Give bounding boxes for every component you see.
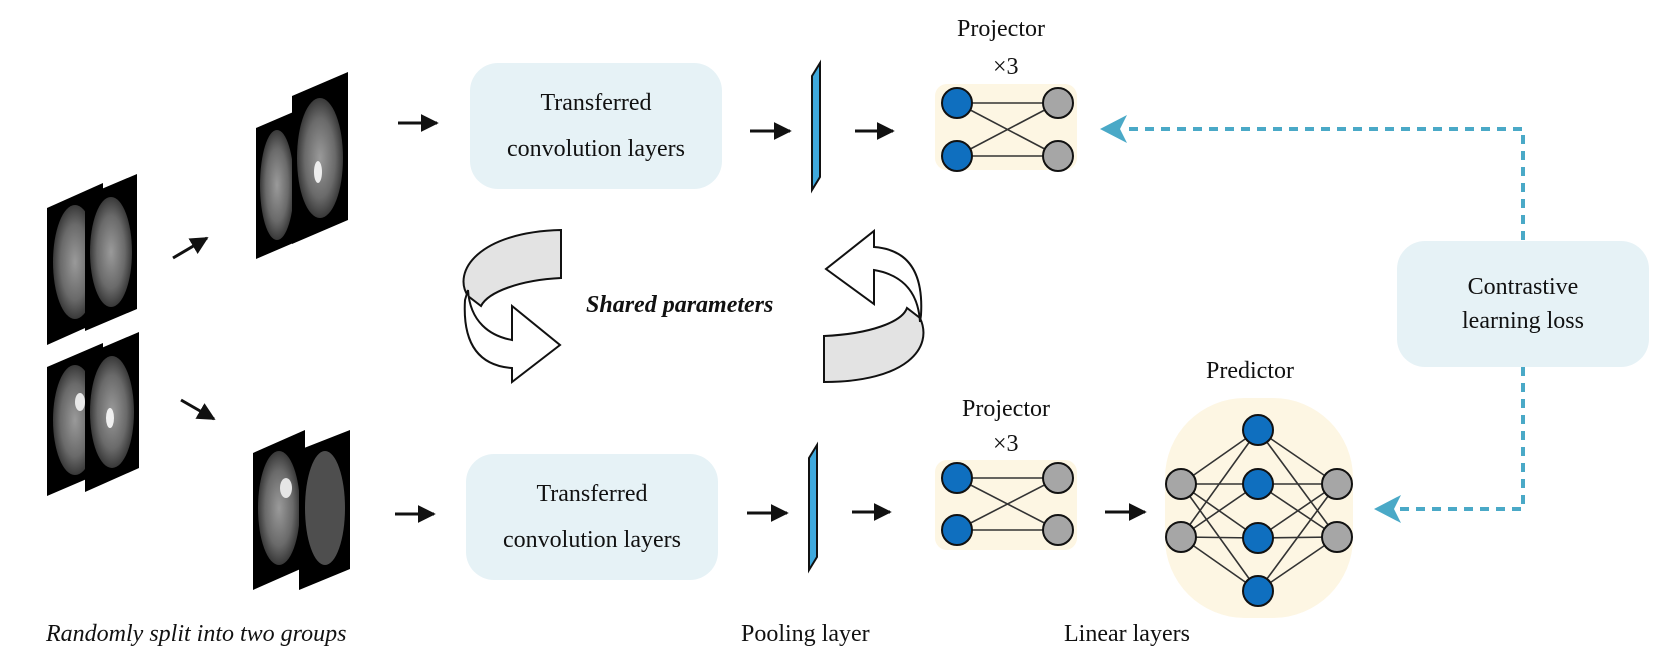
projector-bottom-label: Projector — [962, 396, 1050, 422]
mri-stack-input-bottom — [47, 332, 139, 496]
projector-top-label: Projector — [957, 16, 1045, 42]
flow-arrows — [172, 114, 1147, 523]
arrowhead-top-projector — [1100, 115, 1127, 143]
mri-stack-top-group — [256, 72, 348, 259]
bottom-conv-line2: convolution layers — [503, 527, 681, 553]
mri-slice-icon — [299, 430, 350, 590]
dashed-arrow-to-predictor — [1400, 367, 1525, 511]
loss-line1: Contrastive — [1467, 274, 1579, 300]
linear-caption: Linear layers — [1064, 621, 1190, 647]
pooling-bar-icon — [811, 59, 821, 194]
node-input — [941, 87, 973, 119]
projector-top-multiplier: ×3 — [993, 54, 1019, 80]
node-input — [1165, 468, 1197, 500]
projector-bottom-multiplier: ×3 — [993, 431, 1019, 457]
mri-stack-bottom-group — [253, 430, 350, 590]
node-hidden — [1242, 522, 1274, 554]
mri-slice-icon — [292, 72, 348, 244]
mri-stack-input-top — [47, 174, 137, 345]
bottom-conv-line1: Transferred — [536, 481, 648, 507]
curved-arrow-icon — [462, 228, 562, 385]
predictor-label: Predictor — [1206, 358, 1294, 384]
bottom-conv-box: Transferred convolution layers — [466, 454, 718, 580]
node-input — [1165, 521, 1197, 553]
node-output — [1321, 521, 1353, 553]
curved-arrow-icon — [823, 228, 925, 384]
pooling-caption: Pooling layer — [741, 621, 870, 647]
node-output — [1042, 514, 1074, 546]
arrowhead-predictor — [1374, 495, 1401, 523]
projector-network-top — [935, 84, 1077, 172]
mri-slice-icon — [85, 174, 137, 331]
top-conv-box: Transferred convolution layers — [470, 63, 722, 189]
node-output — [1042, 462, 1074, 494]
loss-feedback-arrows — [1125, 127, 1525, 511]
arrow-split-bottom — [180, 398, 216, 421]
top-conv-line2: convolution layers — [507, 136, 685, 162]
arrow-split-top — [172, 236, 209, 260]
dashed-arrow-to-top-projector — [1125, 127, 1525, 240]
node-hidden — [1242, 575, 1274, 607]
node-hidden — [1242, 468, 1274, 500]
predictor-network — [1165, 398, 1353, 618]
projector-network-bottom — [935, 460, 1077, 550]
node-input — [941, 514, 973, 546]
loss-line2: learning loss — [1462, 308, 1584, 334]
top-conv-line1: Transferred — [540, 90, 652, 116]
shared-parameters-label: Shared parameters — [586, 292, 774, 318]
node-input — [941, 140, 973, 172]
split-caption: Randomly split into two groups — [46, 621, 347, 647]
pooling-bar-icon — [808, 441, 818, 574]
node-output — [1042, 87, 1074, 119]
mri-slice-icon — [256, 110, 298, 259]
node-output — [1321, 468, 1353, 500]
node-hidden — [1242, 414, 1274, 446]
mri-slice-icon — [85, 332, 139, 492]
contrastive-loss-box: Contrastive learning loss — [1397, 241, 1649, 367]
node-output — [1042, 140, 1074, 172]
mri-slice-icon — [253, 430, 305, 590]
node-input — [941, 462, 973, 494]
